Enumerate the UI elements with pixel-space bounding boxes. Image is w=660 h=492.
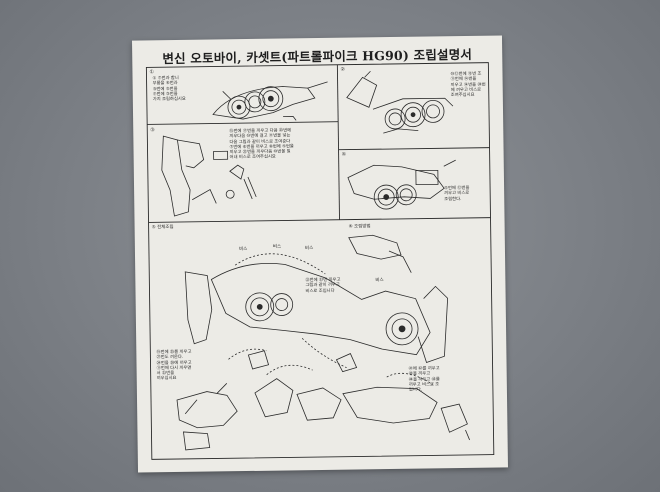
step5-assembly-drawing: [176, 234, 470, 451]
step4-note: ⑤번에 ⑫번을 끼우고 비스로 조립한다.: [444, 185, 470, 202]
instruction-sheet: 변신 오토바이, 카셋트(파트롤파이크 HG90) 조립설명서: [132, 35, 508, 473]
step2-pulley-drawing: [346, 70, 454, 134]
bis-label-1: 비스: [238, 247, 248, 253]
center-note: ㉜번에 ㉝번 끼우고 그림과 같이 끼우고 비스로 조입니다: [305, 277, 341, 294]
step1-pulley-drawing: [212, 81, 328, 121]
panel-number-3: ③: [150, 127, 155, 133]
assembly-diagram: ① ② ③ ④: [145, 62, 495, 460]
divider-right: [338, 147, 490, 151]
bis-label-4: 비스: [375, 278, 384, 284]
divider-vertical: [336, 64, 340, 220]
bis-label-3: 비스: [304, 246, 314, 252]
divider-middle: [148, 217, 491, 223]
step2-note: ⑩⑫번에 ⑬번 조 ⑪번에 ⑭번을 끼우고 ⑭번을 ㉔번 에 끼우고 비스로 조…: [450, 71, 486, 99]
divider-top-left: [147, 121, 339, 125]
panel-number-2: ②: [340, 67, 345, 73]
panel-number-1: ①: [149, 69, 154, 75]
step6-label: ⑥ 조립방법: [348, 224, 371, 230]
step1-note: ① ⑦번과 합니 부품을 ⑥번과 ③번에 ⑤번을 ⑦번에 ③번을 가지 조립하십…: [152, 75, 186, 103]
right-note: ㊶에 ㊷를 끼우고 ㊸을 끼우고 ㊹을 끼우고 ㊺를 끼우고 비스로 조 입니다…: [408, 366, 440, 393]
step3-chassis-drawing: [161, 135, 257, 217]
left-note: ⑲번에 ㉕를 끼우고 ㉗번도 끼운다. ㉔번을 ㉘에 끼우고 ⑪번에 다시 끼우…: [156, 349, 192, 382]
step4-wheel-drawing: [347, 159, 456, 210]
panel-number-4: ④: [342, 152, 347, 158]
step3-note: ⑮번에 ⑰번을 끼우고 다음 ㉓번에 끼우다음 ⑩번에 걸고 ⑪번을 넣는 다음…: [229, 128, 294, 161]
step5-label: ⑤ 전체조립: [151, 225, 174, 231]
bis-label-2: 비스: [272, 244, 282, 250]
sheet-border: [145, 62, 495, 460]
